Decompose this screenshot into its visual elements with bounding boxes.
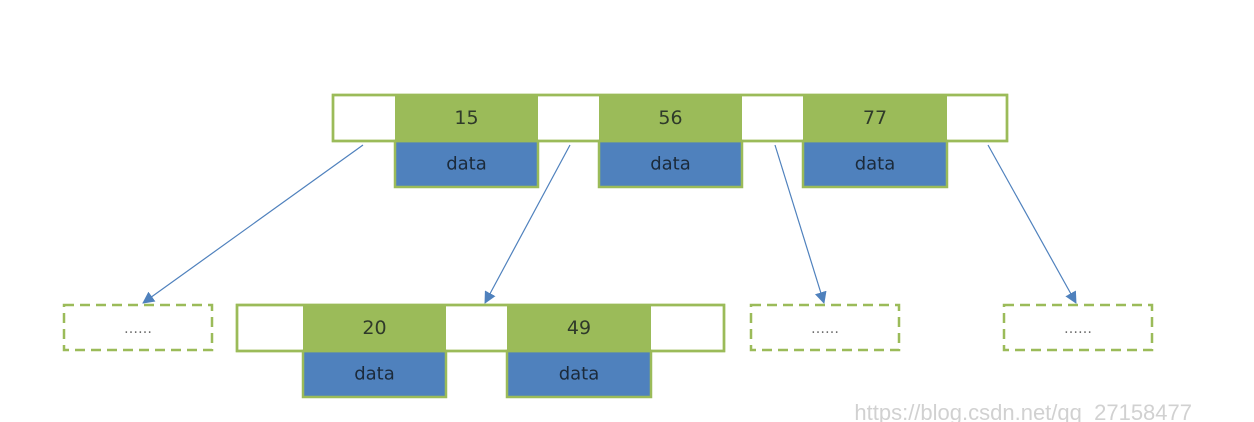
placeholder-node-right: …… [1002,303,1154,352]
root-data-cell-3 [801,139,949,189]
placeholder-border [1002,303,1154,352]
placeholder-ellipsis: …… [1064,321,1092,337]
child-data-cell-1 [301,349,448,399]
root-node: 15 data 56 data 77 data [331,93,1009,189]
placeholder-border [62,303,214,352]
arrow-root-to-left-placeholder [142,144,364,304]
root-data-label-2: data [650,154,691,175]
root-key-3: 77 [863,107,887,129]
child-node-outline [235,303,726,353]
placeholder-border [749,303,901,352]
watermark: https://blog.csdn.net/qq_27158477 [854,400,1192,422]
root-key-cell-1 [395,95,538,141]
child-key-2: 49 [567,317,591,339]
arrow-root-to-child-node [484,144,571,304]
child-data-cell-2 [505,349,653,399]
child-key-1: 20 [362,317,386,339]
root-key-1: 15 [454,107,478,129]
placeholder-node-left: …… [62,303,214,352]
placeholder-ellipsis: …… [811,321,839,337]
root-data-label-1: data [446,154,487,175]
root-node-outline [331,93,1009,143]
child-key-cell-2 [507,305,651,351]
root-data-label-3: data [855,154,896,175]
root-data-cell-2 [597,139,744,189]
arrow-root-to-middle-placeholder [774,144,827,304]
root-data-cell-1 [393,139,540,189]
root-key-cell-3 [803,95,947,141]
child-data-label-2: data [559,364,600,385]
child-data-label-1: data [354,364,395,385]
pointer-arrows [142,144,1077,304]
placeholder-ellipsis: …… [124,321,152,337]
child-node: 20 data 49 data [235,303,726,399]
root-key-cell-2 [599,95,742,141]
root-key-2: 56 [658,107,682,129]
placeholder-node-middle: …… [749,303,901,352]
arrow-root-to-right-placeholder [987,144,1077,304]
child-key-cell-1 [303,305,446,351]
